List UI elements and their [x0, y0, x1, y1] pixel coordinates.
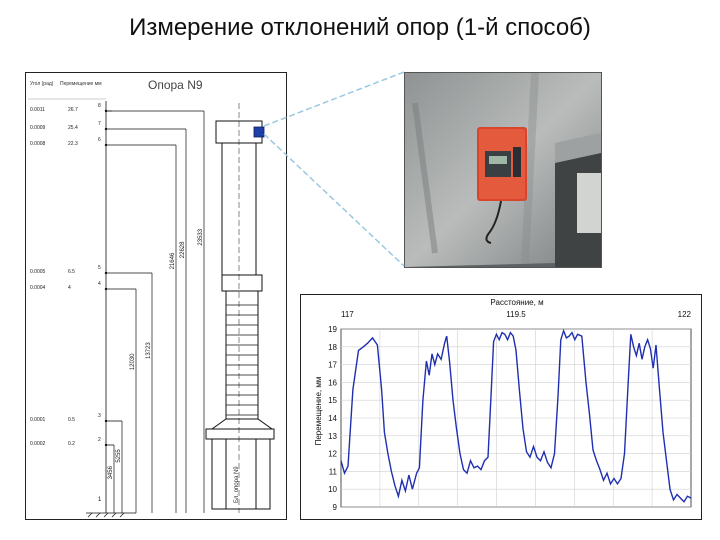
dimension-label: 22628	[180, 241, 186, 258]
y-axis-label: Перемещение, мм	[314, 377, 323, 446]
ground-hatch	[86, 512, 136, 518]
y-tick-label: 19	[328, 325, 337, 334]
dimension-line: 22628	[180, 129, 187, 513]
y-tick-label: 17	[328, 361, 337, 370]
dimension-line: 5255	[116, 421, 123, 513]
dimension-label: 12030	[130, 353, 136, 370]
y-tick-label: 18	[328, 343, 337, 352]
series-line	[340, 328, 692, 503]
row-angle: 0.0008	[30, 141, 46, 147]
y-tick-labels: 9 10 11 12 13 14 15 16 17 18 19	[328, 325, 337, 512]
row-mark: 2	[98, 437, 101, 443]
x-tick-label: 117	[341, 310, 354, 319]
y-tick-label: 9	[333, 503, 338, 512]
table-header-angle: Угол (рад)	[30, 81, 54, 87]
measurement-row: 0.0011 26.7 8	[30, 103, 204, 113]
y-tick-label: 10	[328, 485, 337, 494]
measurement-row: 0.0005 6.5 5	[30, 265, 152, 275]
row-angle: 0.0011	[30, 107, 45, 113]
row-mark: 8	[98, 103, 101, 109]
measurement-row: 0.0009 25.4 7	[30, 121, 186, 131]
y-tick-label: 16	[328, 378, 337, 387]
y-tick-label: 12	[328, 450, 337, 459]
sensor-device-icon	[477, 127, 527, 244]
row-angle: 0.0005	[30, 269, 46, 275]
measurement-rows: 0.0011 26.7 8 0.0009 25.4 7 0.0008 22.3 6 0.0005 6…	[30, 103, 204, 447]
row-angle: 0.0001	[30, 417, 46, 423]
measurement-row: 0.0008 22.3 6	[30, 137, 176, 147]
support-column	[205, 103, 275, 513]
row-mark: 6	[98, 137, 101, 143]
row-displacement: 26.7	[68, 107, 78, 113]
x-tick-labels: 117 119.5 122	[341, 310, 692, 319]
row-angle: 0.0002	[30, 441, 46, 447]
table-header-displacement: Перемещение мм	[60, 81, 102, 87]
row-mark: 5	[98, 265, 101, 271]
dimension-label: 23533	[198, 228, 204, 245]
y-tick-label: 11	[329, 467, 338, 476]
sensor-marker	[253, 126, 265, 138]
y-tick-label: 15	[328, 396, 337, 405]
row-angle: 0.0004	[30, 285, 46, 291]
y-tick-label: 13	[328, 432, 337, 441]
support-label: Опора N9	[148, 78, 203, 92]
row-displacement: 25.4	[68, 125, 78, 131]
row-mark: 3	[98, 413, 101, 419]
dimension-line: 21646	[170, 145, 177, 513]
dimension-label: 3456	[108, 465, 114, 479]
row-displacement: 22.3	[68, 141, 78, 147]
row-displacement: 4	[68, 285, 71, 291]
dimension-line: 3456	[108, 445, 115, 513]
row-displacement: 0.2	[68, 441, 75, 447]
y-tick-label: 14	[328, 414, 337, 423]
x-tick-label: 122	[678, 310, 692, 319]
measurement-row: 0.0004 4 4	[30, 281, 136, 291]
dimension-line: 13723	[146, 273, 153, 513]
measurement-row: 0.0001 0.5 3	[30, 413, 122, 423]
dimension-line: 23533	[198, 111, 205, 513]
base-mark: 1	[98, 497, 102, 503]
plot-area	[340, 328, 692, 503]
row-displacement: 0.5	[68, 417, 75, 423]
row-mark: 4	[98, 281, 101, 287]
sensor-photo	[404, 72, 602, 268]
slide-title: Измерение отклонений опор (1-й способ)	[129, 14, 591, 41]
measurement-row: 0.0002 0.2 2	[30, 437, 114, 447]
row-displacement: 6.5	[68, 269, 75, 275]
foot-label: Бл. опора N9	[234, 466, 240, 503]
dimension-label: 5255	[116, 449, 122, 463]
displacement-chart: Расстояние, м Перемещение, мм 9 10 11 12 13 1…	[300, 294, 702, 520]
dimension-label: 13723	[146, 342, 152, 359]
dimension-line: 12030	[130, 289, 137, 513]
dimension-label: 21646	[170, 252, 176, 269]
row-mark: 7	[98, 121, 101, 127]
chart-grid	[340, 328, 692, 508]
chart-title: Расстояние, м	[490, 298, 543, 307]
row-angle: 0.0009	[30, 125, 46, 131]
x-tick-label: 119.5	[506, 310, 526, 319]
